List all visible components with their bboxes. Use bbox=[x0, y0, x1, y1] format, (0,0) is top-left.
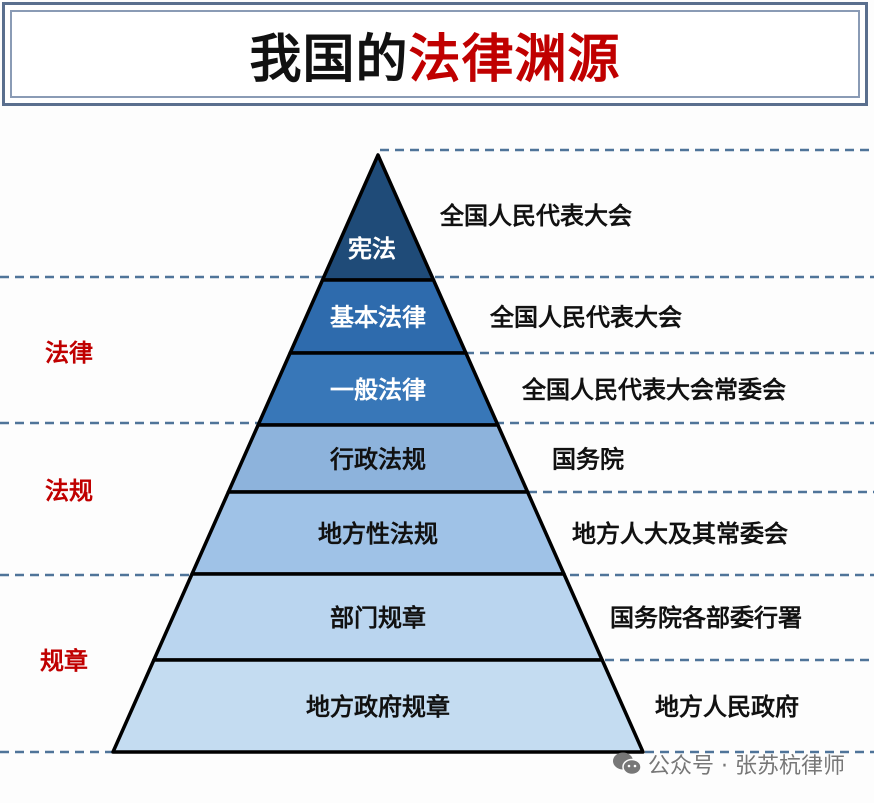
title-part-black: 我国的 bbox=[249, 29, 409, 90]
title-part-red: 法律渊源 bbox=[408, 29, 621, 90]
tier-label: 行政法规 bbox=[329, 446, 426, 474]
tier-authority: 地方人大及其常委会 bbox=[572, 520, 788, 548]
tier-label: 地方政府规章 bbox=[306, 693, 450, 721]
category-label: 法律 bbox=[45, 339, 93, 367]
category-label: 法规 bbox=[45, 477, 93, 505]
tier-label: 宪法 bbox=[348, 235, 396, 263]
tier-authority: 国务院 bbox=[552, 446, 624, 474]
watermark-text: 公众号 · 张苏杭律师 bbox=[648, 754, 845, 779]
watermark: 公众号 · 张苏杭律师 bbox=[612, 748, 845, 780]
page-title: 我国的法律渊源 bbox=[249, 17, 620, 92]
tier-label: 基本法律 bbox=[330, 304, 426, 332]
tier-authority: 全国人民代表大会常委会 bbox=[521, 376, 786, 404]
pyramid-tier bbox=[111, 658, 645, 754]
tier-authority: 全国人民代表大会 bbox=[439, 202, 632, 230]
tier-label: 地方性法规 bbox=[318, 520, 438, 548]
tier-authority: 地方人民政府 bbox=[655, 693, 799, 721]
title-frame: 我国的法律渊源 bbox=[2, 2, 868, 106]
tier-authority: 国务院各部委行署 bbox=[610, 604, 802, 632]
tier-label: 一般法律 bbox=[330, 376, 426, 404]
category-label: 规章 bbox=[40, 647, 88, 675]
tier-authority: 全国人民代表大会 bbox=[489, 304, 682, 332]
tier-label: 部门规章 bbox=[330, 604, 426, 632]
wechat-icon bbox=[613, 752, 642, 776]
